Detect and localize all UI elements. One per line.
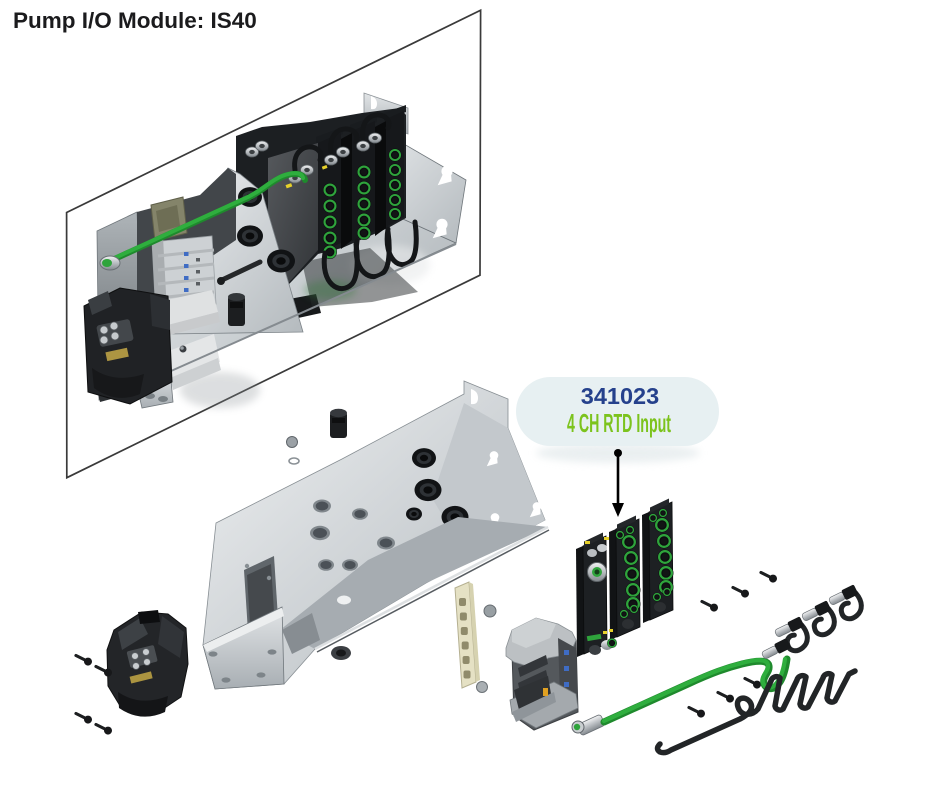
svg-text:341023: 341023 — [581, 383, 659, 409]
svg-text:4 CH RTD Input: 4 CH RTD Input — [567, 408, 671, 438]
svg-text:Pump I/O Module: IS40: Pump I/O Module: IS40 — [13, 8, 257, 33]
